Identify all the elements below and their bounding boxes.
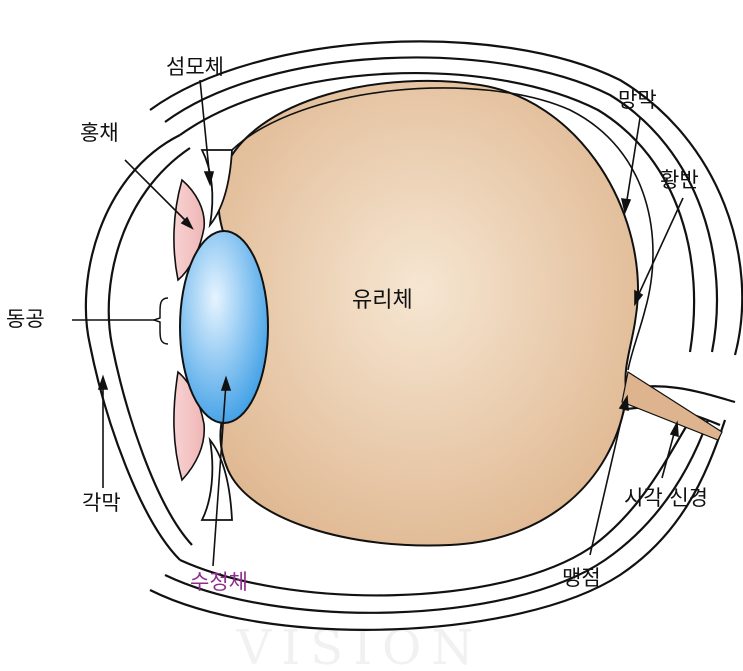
label-blind-spot: 맹점: [562, 566, 601, 590]
retina: [231, 87, 654, 371]
cornea: [84, 134, 193, 561]
label-lens: 수정체: [190, 570, 248, 594]
label-optic-nerve: 시각 신경: [624, 486, 708, 510]
watermark: VISION: [236, 620, 484, 667]
label-cornea: 각막: [82, 491, 121, 515]
optic-nerve: [621, 371, 723, 441]
ciliary-body-lower: [200, 436, 233, 521]
label-retina: 망막: [618, 88, 657, 112]
label-pupil: 동공: [6, 307, 45, 331]
leader-lines: [72, 79, 684, 567]
pupil-bracket: [151, 297, 169, 345]
vitreous-body: [217, 79, 640, 547]
label-iris: 홍채: [80, 121, 119, 145]
sclera: [149, 40, 743, 631]
label-vitreous: 유리체: [352, 288, 413, 313]
label-ciliary-body: 섬모체: [166, 55, 224, 79]
lens: [179, 230, 269, 424]
label-macula: 황반: [660, 168, 699, 192]
